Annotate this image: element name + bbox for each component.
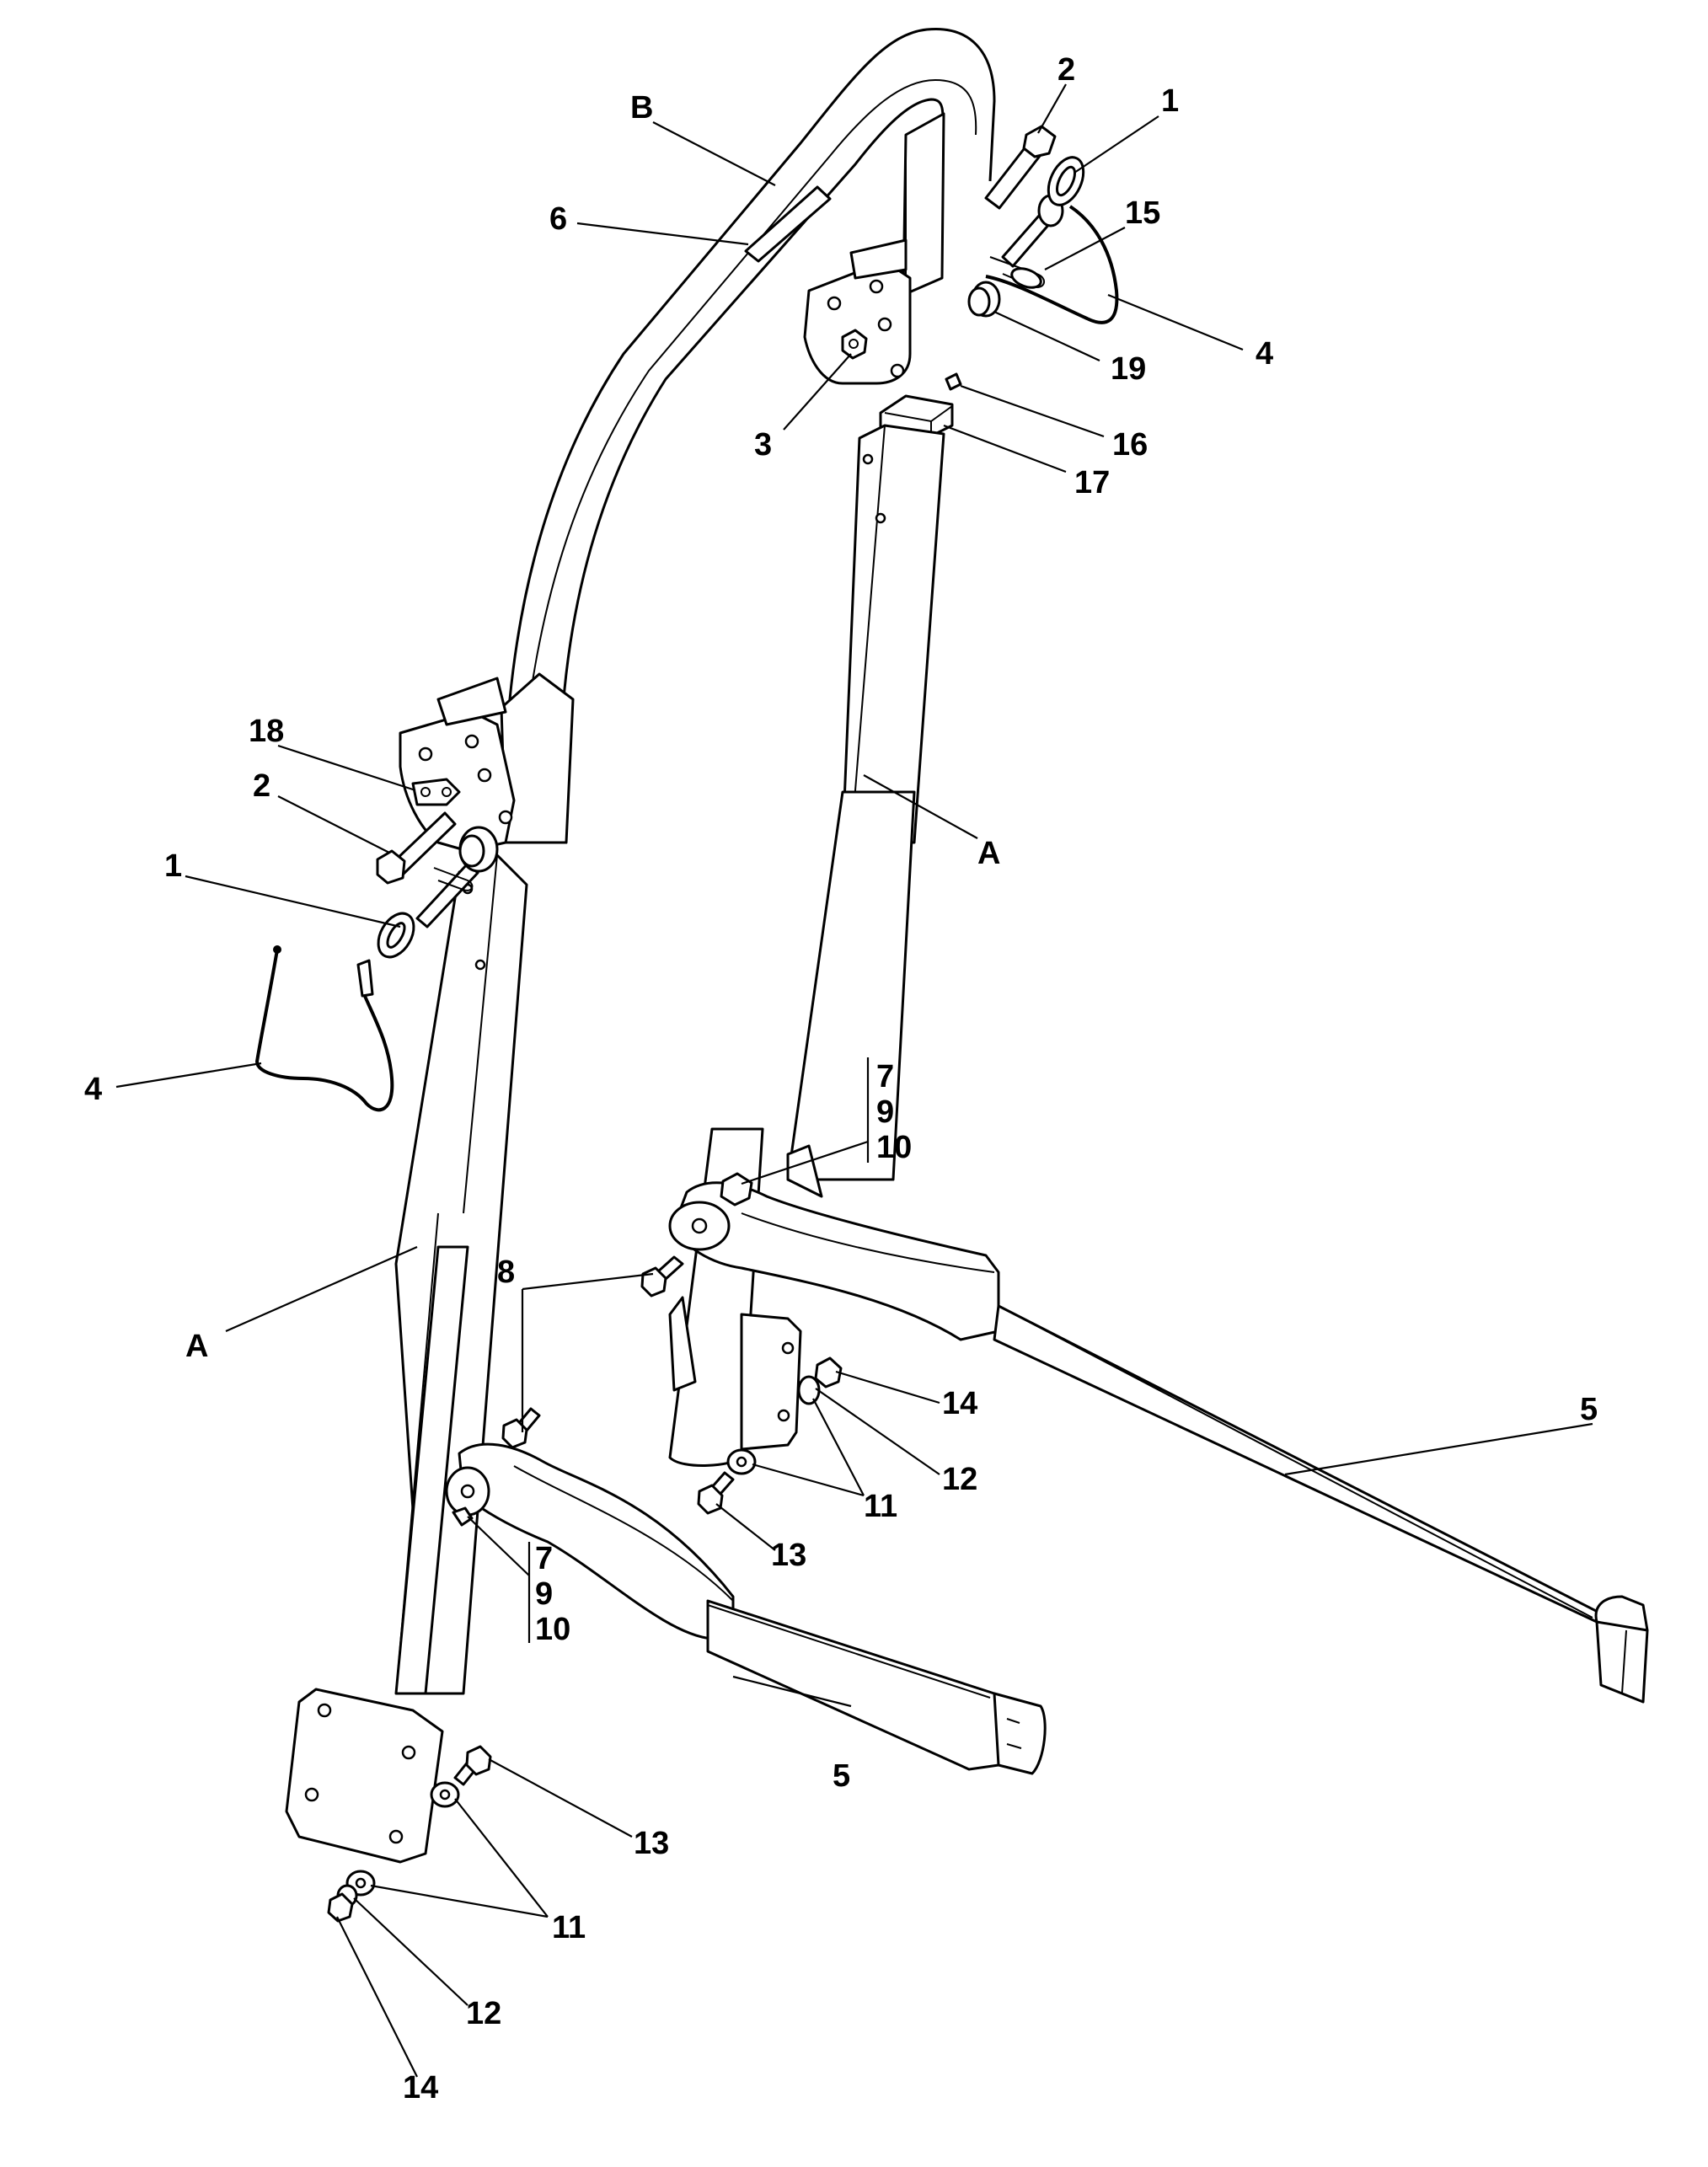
right-lower-hardware xyxy=(697,1356,843,1515)
right-lower-mount-plate xyxy=(668,1296,802,1451)
callout-right-stack-3: 10 xyxy=(876,1130,912,1165)
left-pin xyxy=(377,826,499,959)
callout-hoop: B xyxy=(630,90,653,126)
callout-left-cable: 4 xyxy=(84,1072,102,1107)
top-right-bolt xyxy=(984,125,1057,210)
callout-right-stack-1: 7 xyxy=(876,1059,894,1094)
callout-top-right-clip: 15 xyxy=(1125,195,1160,231)
callout-top-right-spacer: 19 xyxy=(1111,351,1146,387)
decal-strip xyxy=(744,185,832,263)
callout-left-upright: A xyxy=(185,1329,208,1364)
callout-left-nut: 14 xyxy=(403,2070,438,2105)
callout-right-brace-tube: 5 xyxy=(1580,1392,1598,1427)
callout-right-upright: A xyxy=(977,836,1000,871)
callout-labels: B 6 2 1 15 19 4 3 16 17 A 18 2 1 4 A 7 9… xyxy=(84,52,1598,2105)
left-brace-arm xyxy=(445,1442,735,1640)
callout-top-right-pin: 1 xyxy=(1161,83,1179,119)
callout-left-bolt: 2 xyxy=(253,768,270,804)
left-bolt xyxy=(376,811,457,885)
top-right-clip xyxy=(989,256,1045,289)
callout-top-right-cable: 4 xyxy=(1256,336,1273,372)
spacer xyxy=(967,281,1001,318)
set-screw xyxy=(945,372,962,391)
callout-top-right-screw: 16 xyxy=(1112,427,1148,463)
callout-right-stack-2: 9 xyxy=(876,1094,894,1130)
callout-right-lockwasher: 12 xyxy=(942,1462,977,1497)
callout-left-pin: 1 xyxy=(164,848,182,884)
roll-bar-hoop xyxy=(500,27,996,844)
callout-left-upper-washer: 18 xyxy=(249,714,284,749)
brace-bolt-lower xyxy=(501,1407,541,1449)
callout-brace-bolt: 8 xyxy=(497,1255,515,1290)
brace-bolt-upper xyxy=(640,1255,684,1298)
left-base-plate xyxy=(285,1688,444,1864)
left-upper-mount-plate xyxy=(399,677,516,853)
callout-top-right-bracket: 17 xyxy=(1074,465,1110,500)
left-upright-tube xyxy=(394,853,528,1695)
callout-top-right-bolt: 2 xyxy=(1057,52,1075,88)
left-lower-hardware xyxy=(327,1745,492,1923)
right-brace-tube xyxy=(993,1304,1649,1704)
callout-left-lockwasher: 12 xyxy=(466,1996,501,2031)
callout-left-stack-3: 10 xyxy=(535,1612,570,1647)
callout-top-right-nut: 3 xyxy=(754,427,772,463)
top-right-pin xyxy=(1001,156,1085,268)
callout-left-screw: 13 xyxy=(634,1826,669,1861)
callout-right-washer: 11 xyxy=(864,1489,897,1524)
callout-left-stack-2: 9 xyxy=(535,1576,553,1612)
right-upper-mount-plate xyxy=(803,238,912,385)
callout-left-brace-tube: 5 xyxy=(833,1758,850,1794)
left-cable xyxy=(254,945,394,1112)
callout-right-nut: 14 xyxy=(942,1386,977,1421)
callout-label-strip: 6 xyxy=(549,201,567,237)
left-brace-tube xyxy=(706,1599,1047,1775)
callout-right-screw: 13 xyxy=(771,1538,806,1573)
right-brace-arm xyxy=(668,1172,1000,1341)
top-right-cable xyxy=(985,205,1119,324)
callout-left-stack-1: 7 xyxy=(535,1541,553,1576)
callout-left-washer: 11 xyxy=(552,1910,586,1945)
leader-lines xyxy=(115,83,1593,2078)
